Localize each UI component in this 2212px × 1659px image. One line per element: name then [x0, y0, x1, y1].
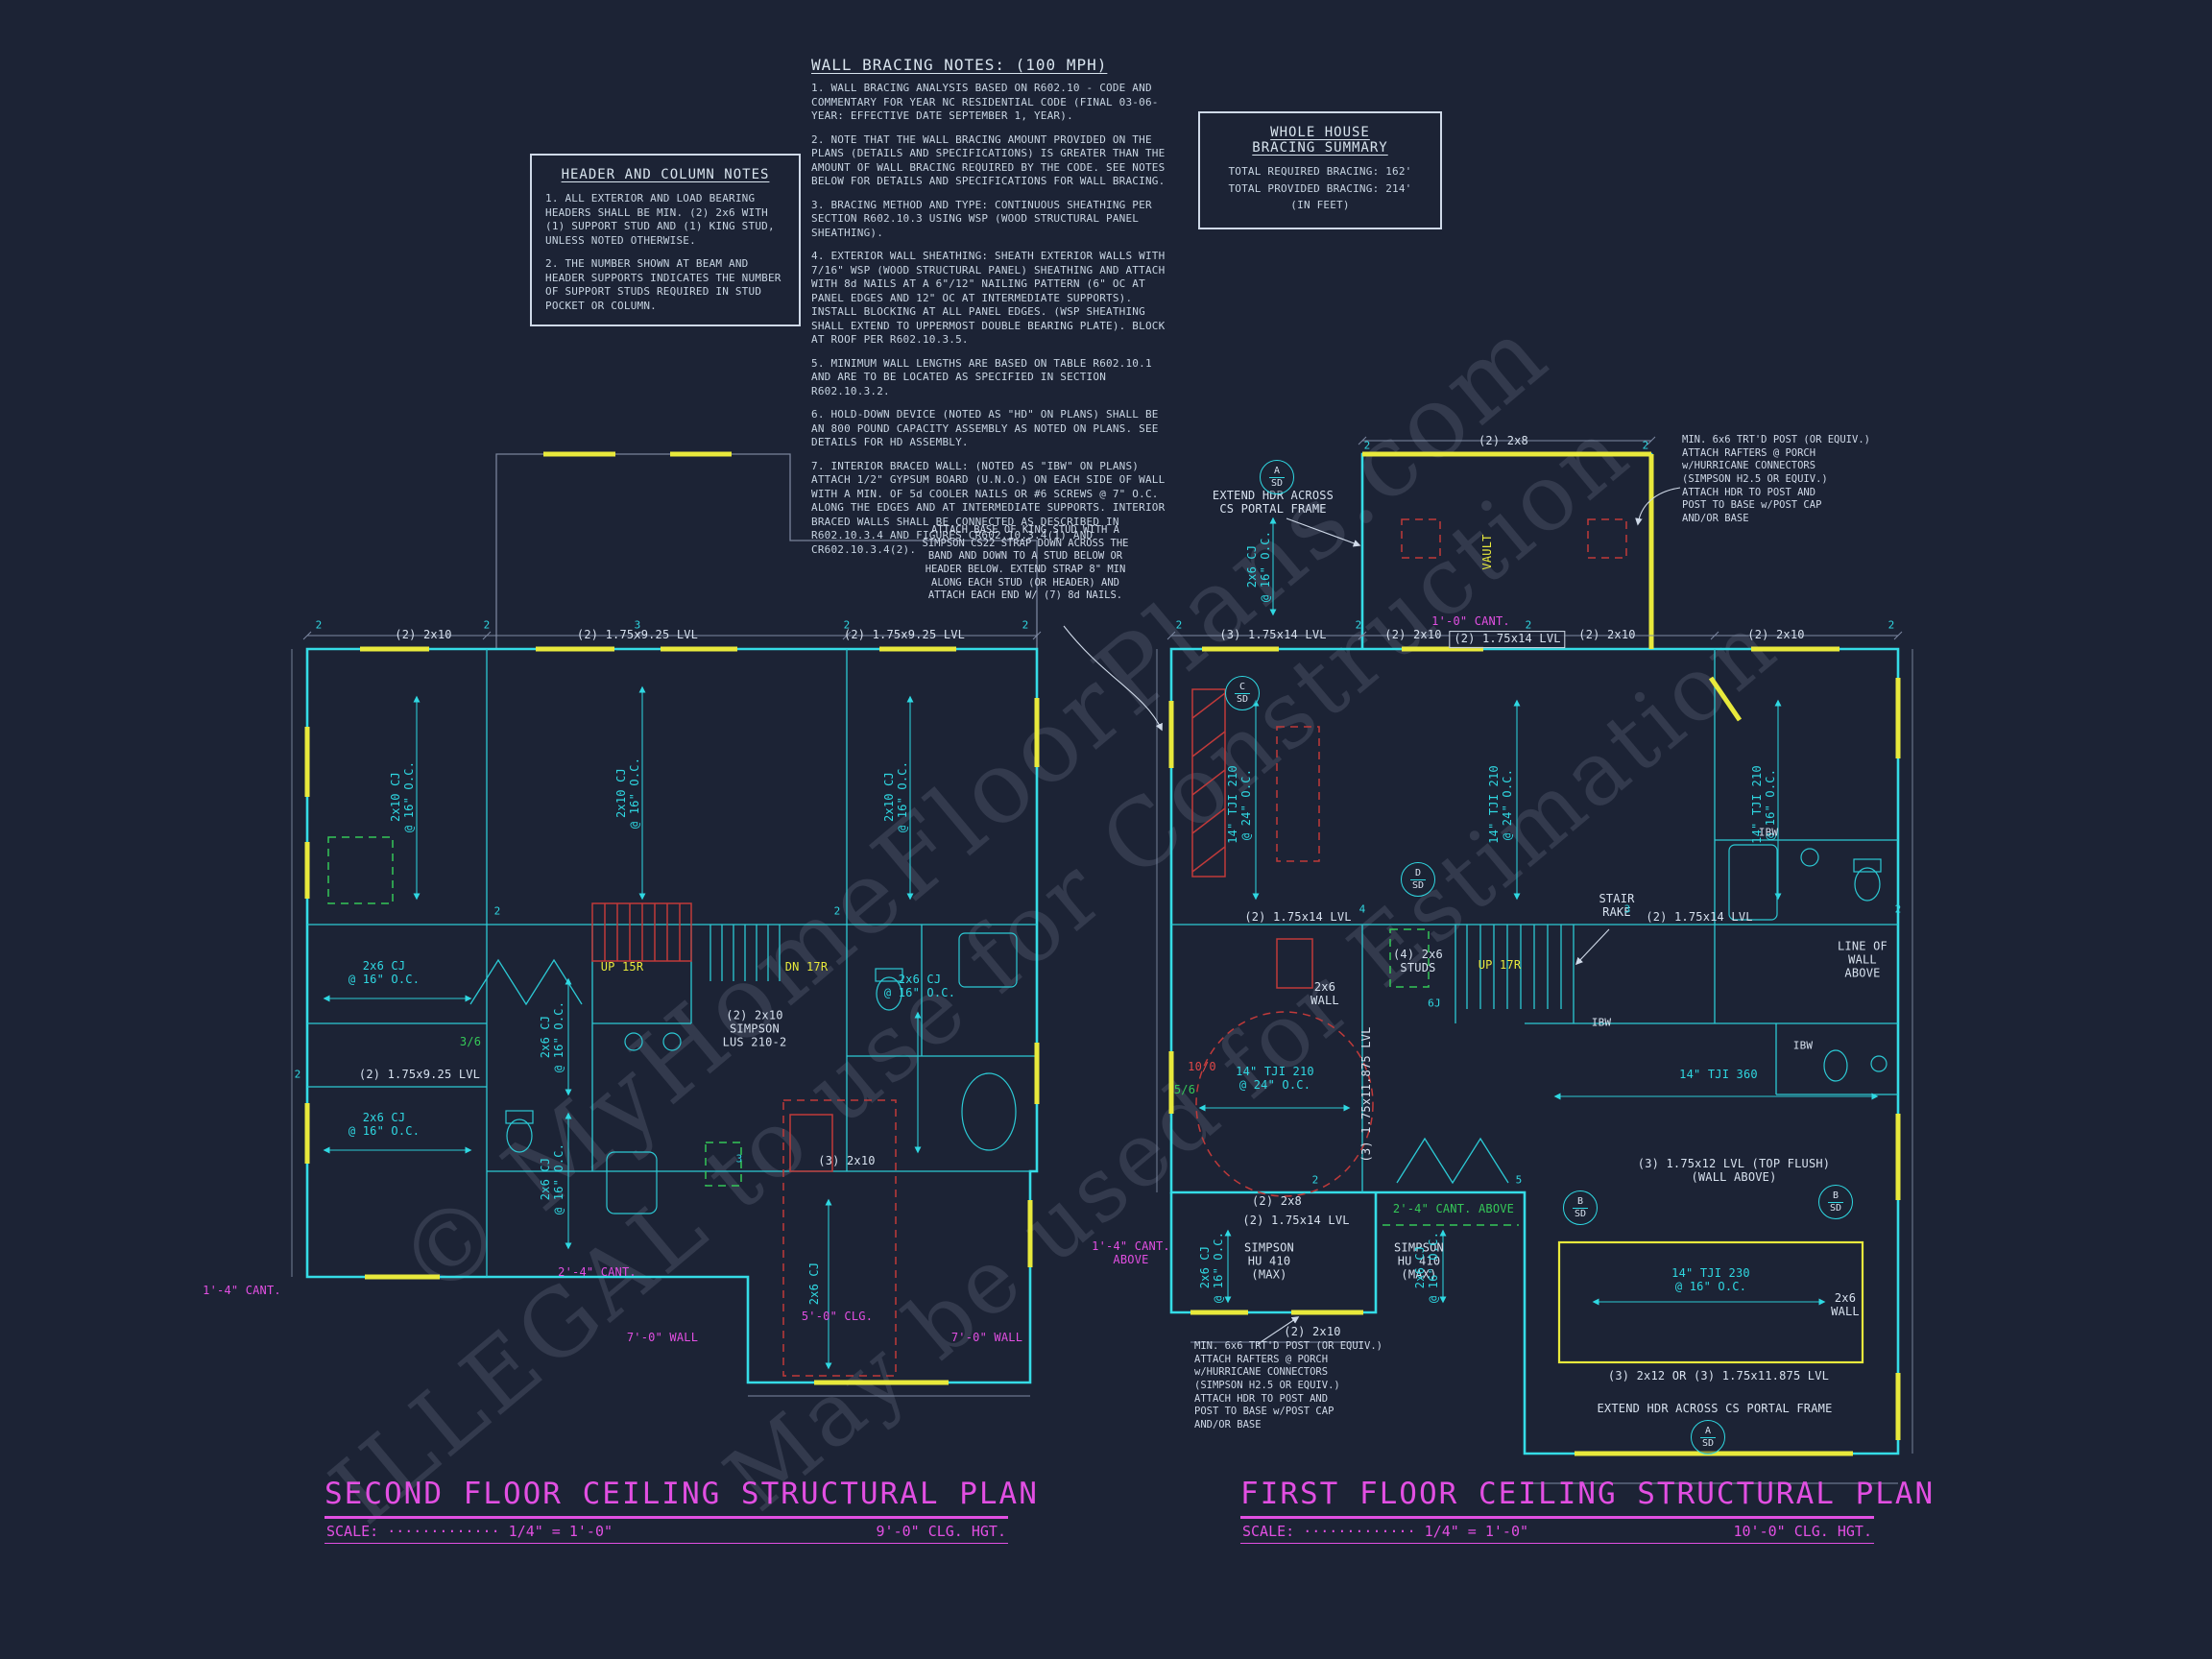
- header-column-notes-title: HEADER AND COLUMN NOTES: [561, 167, 770, 182]
- plumbing-fixtures: [505, 844, 1887, 1214]
- note-paragraph: TOTAL REQUIRED BRACING: 162': [1228, 165, 1412, 178]
- first-floor-ceiling-height: 10'-0" CLG. HGT.: [1733, 1523, 1873, 1540]
- note-paragraph: 2. THE NUMBER SHOWN AT BEAM AND HEADER S…: [545, 257, 781, 312]
- second-floor-title-text: SECOND FLOOR CEILING STRUCTURAL PLAN: [325, 1477, 1037, 1519]
- second-floor-title-sub: SCALE: ············· 1/4" = 1'-0" 9'-0" …: [325, 1519, 1008, 1544]
- joist-arrows: [323, 517, 1879, 1370]
- second-floor-plan-title: SECOND FLOOR CEILING STRUCTURAL PLAN SCA…: [325, 1477, 1037, 1544]
- header-column-notes-body: 1. ALL EXTERIOR AND LOAD BEARING HEADERS…: [545, 192, 785, 313]
- wall-bracing-notes-body: 1. WALL BRACING ANALYSIS BASED ON R602.1…: [811, 82, 1178, 557]
- wall-bracing-notes: WALL BRACING NOTES: (100 MPH) 1. WALL BR…: [811, 56, 1178, 566]
- leader-lines: [1063, 487, 1681, 1345]
- note-paragraph: 6. HOLD-DOWN DEVICE (NOTED AS "HD" ON PL…: [811, 408, 1159, 449]
- note-paragraph: TOTAL PROVIDED BRACING: 214': [1228, 181, 1412, 195]
- interior-walls: [307, 649, 1898, 1277]
- bracing-summary-title: WHOLE HOUSE BRACING SUMMARY: [1252, 125, 1388, 156]
- note-paragraph: 2. NOTE THAT THE WALL BRACING AMOUNT PRO…: [811, 132, 1166, 188]
- note-paragraph: (IN FEET): [1290, 199, 1350, 212]
- note-paragraph: 1. WALL BRACING ANALYSIS BASED ON R602.1…: [811, 82, 1159, 123]
- first-floor-title-text: FIRST FLOOR CEILING STRUCTURAL PLAN: [1240, 1477, 1933, 1519]
- note-paragraph: 1. ALL EXTERIOR AND LOAD BEARING HEADERS…: [545, 192, 775, 247]
- first-floor-scale: SCALE: ············· 1/4" = 1'-0": [1242, 1523, 1529, 1540]
- note-paragraph: 7. INTERIOR BRACED WALL: (NOTED AS "IBW"…: [811, 459, 1166, 556]
- first-floor-title-sub: SCALE: ············· 1/4" = 1'-0" 10'-0"…: [1240, 1519, 1874, 1544]
- header-column-notes: HEADER AND COLUMN NOTES 1. ALL EXTERIOR …: [530, 154, 801, 327]
- bracing-summary-body: TOTAL REQUIRED BRACING: 162' TOTAL PROVID…: [1214, 165, 1427, 213]
- upper-roof-outline: [495, 453, 1038, 649]
- green-elements: [327, 836, 1519, 1226]
- whole-house-bracing-summary: WHOLE HOUSE BRACING SUMMARY TOTAL REQUIR…: [1198, 111, 1442, 229]
- exterior-walls: [305, 452, 1900, 1455]
- porch-post-note-top: MIN. 6x6 TRT'D POST (OR EQUIV.) ATTACH R…: [1682, 434, 1870, 524]
- king-stud-note: ATTACH BASE OF KING STUD WITH A SIMPSON …: [922, 524, 1129, 602]
- first-floor-plan-title: FIRST FLOOR CEILING STRUCTURAL PLAN SCAL…: [1240, 1477, 1933, 1544]
- wall-bracing-notes-title: WALL BRACING NOTES: (100 MPH): [811, 56, 1108, 74]
- note-paragraph: 3. BRACING METHOD AND TYPE: CONTINUOUS S…: [811, 198, 1152, 239]
- dimension-lines: [291, 436, 1913, 1484]
- wall-headers-yellow: [304, 451, 1901, 1456]
- second-floor-ceiling-height: 9'-0" CLG. HGT.: [876, 1523, 1006, 1540]
- porch-post-note-bottom: MIN. 6x6 TRT'D POST (OR EQUIV.) ATTACH R…: [1194, 1340, 1382, 1431]
- note-paragraph: 4. EXTERIOR WALL SHEATHING: SHEATH EXTER…: [811, 250, 1166, 347]
- note-paragraph: 5. MINIMUM WALL LENGTHS ARE BASED ON TAB…: [811, 356, 1152, 397]
- second-floor-scale: SCALE: ············· 1/4" = 1'-0": [326, 1523, 613, 1540]
- red-elements: [591, 518, 1627, 1377]
